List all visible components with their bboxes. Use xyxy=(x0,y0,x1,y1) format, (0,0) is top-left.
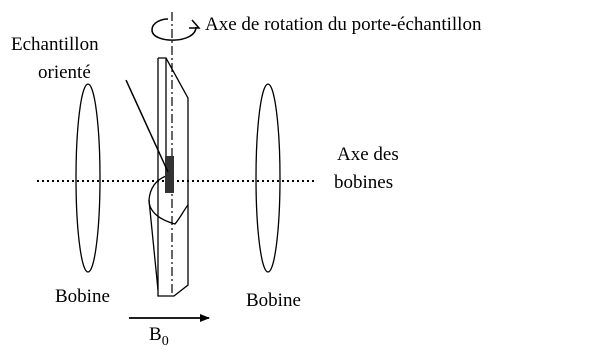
right-coil-label: Bobine xyxy=(246,290,301,311)
b0-symbol: B xyxy=(149,324,162,345)
b0-subscript: 0 xyxy=(162,334,169,349)
sample-label-line2: orienté xyxy=(38,62,91,83)
rotation-arrow-icon xyxy=(151,18,201,41)
sample-pointer-line xyxy=(125,79,169,173)
left-coil-label: Bobine xyxy=(55,286,110,307)
coil-axis-label-line2: bobines xyxy=(334,172,393,193)
sample-label-line1: Echantillon xyxy=(11,34,99,55)
oriented-sample xyxy=(165,156,174,193)
b0-label: B0 xyxy=(149,324,169,349)
left-coil xyxy=(75,83,101,273)
rotation-axis-label: Axe de rotation du porte-échantillon xyxy=(205,14,482,35)
coil-axis-label-line1: Axe des xyxy=(337,144,399,165)
right-coil xyxy=(255,83,281,273)
